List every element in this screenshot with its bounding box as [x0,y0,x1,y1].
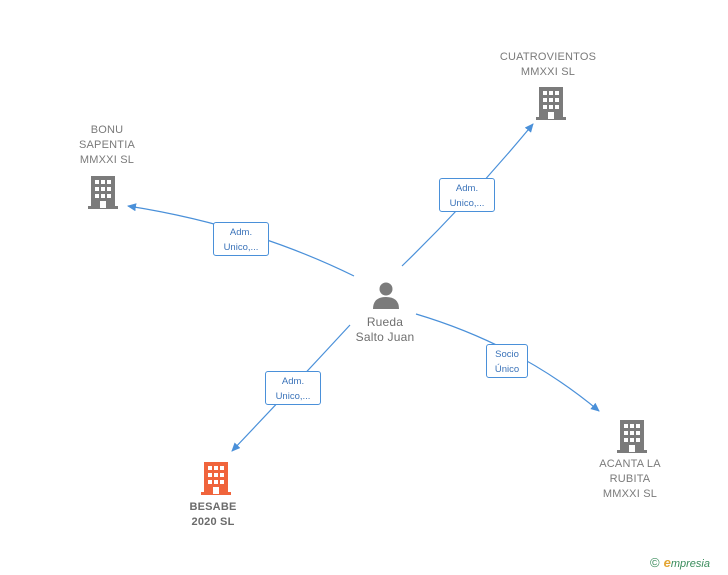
bonu-label[interactable]: BONU SAPENTIA MMXXI SL [52,123,162,168]
bonu-line2: SAPENTIA [78,139,135,151]
building-icon[interactable] [199,460,233,496]
edge-label-besabe[interactable]: Adm. Unico,... [265,371,321,405]
edge-label-line2: Unico,... [275,391,311,402]
building-icon[interactable] [86,174,120,210]
edge-label-line1: Adm. [455,183,479,194]
edge-label-line2: Unico,... [449,198,485,209]
center-name-line1: Rueda [366,315,404,329]
edge-label-line2: Único [494,364,520,375]
cuatrovientos-line2: MMXXI SL [520,66,576,78]
acanta-label[interactable]: ACANTA LA RUBITA MMXXI SL [580,457,680,502]
brand-e: e [663,555,671,570]
acanta-line1: ACANTA LA [599,458,661,470]
copyright-symbol: © [650,555,660,570]
building-icon[interactable] [615,418,649,454]
besabe-line1: BESABE [189,501,237,513]
bonu-line1: BONU [90,124,124,136]
edge-label-line1: Adm. [229,227,253,238]
edge-label-acanta[interactable]: Socio Único [486,344,528,378]
center-node-label[interactable]: Rueda Salto Juan [334,315,436,345]
building-icon[interactable] [534,85,568,121]
bonu-line3: MMXXI SL [79,154,135,166]
edge-label-line2: Unico,... [223,242,259,253]
center-name-line2: Salto Juan [355,330,415,344]
cuatrovientos-line1: CUATROVIENTOS [499,51,597,63]
edge-label-line1: Socio [495,349,519,360]
acanta-line3: MMXXI SL [602,488,658,500]
person-icon[interactable] [371,280,401,310]
cuatrovientos-label[interactable]: CUATROVIENTOS MMXXI SL [478,50,618,80]
brand-logo: ©empresia [650,555,710,570]
besabe-line2: 2020 SL [191,516,235,528]
edge-label-bonu[interactable]: Adm. Unico,... [213,222,269,256]
edge-label-cuatrovientos[interactable]: Adm. Unico,... [439,178,495,212]
besabe-label[interactable]: BESABE 2020 SL [163,500,263,530]
acanta-line2: RUBITA [609,473,651,485]
brand-name: mpresia [670,558,710,570]
edge-label-line1: Adm. [281,376,305,387]
